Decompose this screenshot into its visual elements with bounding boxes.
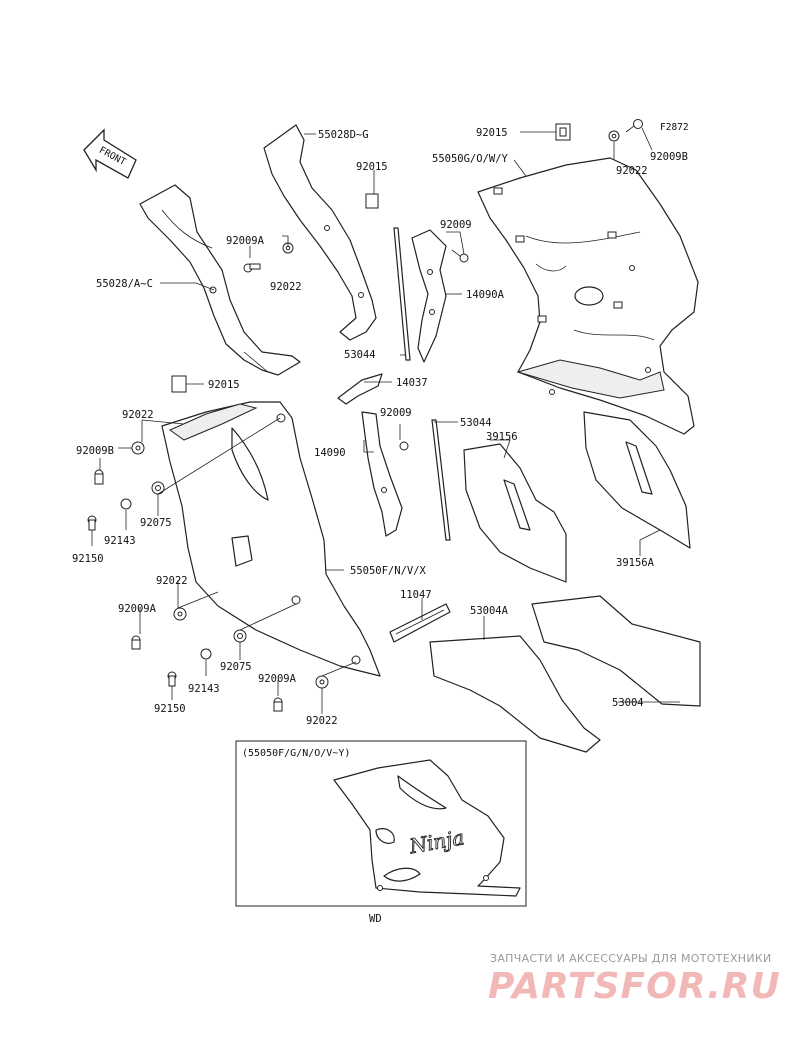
pad-39156A[interactable] — [583, 411, 691, 549]
label-92150-b[interactable]: 92150 — [154, 703, 186, 715]
label-92022-e[interactable]: 92022 — [306, 715, 338, 727]
label-92143-b[interactable]: 92143 — [188, 683, 220, 695]
label-92009-b[interactable]: 92009 — [380, 407, 412, 419]
washer-92022-lower-b[interactable] — [173, 607, 187, 621]
inset-caption: WD — [369, 913, 382, 925]
part-labels: 55028D~G 92015 92009A 92022 55028/A~C 92… — [72, 127, 688, 727]
label-92009B-b[interactable]: 92009B — [76, 445, 114, 457]
label-53044-a[interactable]: 53044 — [344, 349, 376, 361]
inset-title: (55050F/G/N/O/V~Y) — [242, 748, 350, 759]
label-55050GOWY[interactable]: 55050G/O/W/Y — [432, 153, 509, 165]
label-92022-a[interactable]: 92022 — [270, 281, 302, 293]
screw-92150-a[interactable] — [87, 515, 97, 531]
foam-53004A[interactable] — [429, 635, 601, 753]
grommet-92075-a[interactable] — [151, 481, 165, 495]
label-53044-b[interactable]: 53044 — [460, 417, 492, 429]
bolt-92009A-upper[interactable] — [243, 263, 261, 273]
label-55028DG[interactable]: 55028D~G — [318, 129, 369, 141]
side-cowl-55050GOWY[interactable] — [477, 157, 699, 435]
foam-53004[interactable] — [531, 595, 701, 707]
label-92022-b[interactable]: 92022 — [616, 165, 648, 177]
label-39156A[interactable]: 39156A — [616, 557, 655, 569]
watermark-logo: PARTSFOR.RU — [488, 966, 781, 1007]
label-11047[interactable]: 11047 — [400, 589, 432, 601]
bracket-14037[interactable] — [337, 373, 383, 405]
label-92075-b[interactable]: 92075 — [220, 661, 252, 673]
watermark: ЗАПЧАСТИ И АКСЕССУАРЫ ДЛЯ МОТОТЕХНИКИ PA… — [488, 952, 781, 1007]
label-92022-d[interactable]: 92022 — [156, 575, 188, 587]
leader-lines — [91, 127, 680, 714]
label-14090A[interactable]: 14090A — [466, 289, 505, 301]
label-53004[interactable]: 53004 — [612, 697, 644, 709]
label-92022-c[interactable]: 92022 — [122, 409, 154, 421]
label-55028AC[interactable]: 55028/A~C — [96, 278, 153, 290]
label-92143-a[interactable]: 92143 — [104, 535, 136, 547]
washer-92022-upper[interactable] — [282, 242, 294, 254]
label-39156[interactable]: 39156 — [486, 431, 518, 443]
inset-variant-box: (55050F/G/N/O/V~Y) Ninja WD — [235, 740, 527, 925]
strip-53044-upper[interactable] — [393, 227, 411, 361]
label-92075-a[interactable]: 92075 — [140, 517, 172, 529]
clip-92015-upper[interactable] — [365, 193, 379, 209]
label-92009-a[interactable]: 92009 — [440, 219, 472, 231]
label-92150-a[interactable]: 92150 — [72, 553, 104, 565]
pad-39156[interactable] — [463, 443, 567, 583]
label-92015-a[interactable]: 92015 — [356, 161, 388, 173]
nut-92143-b[interactable] — [200, 648, 212, 660]
clip-92015-top[interactable] — [555, 123, 571, 141]
washer-92022-lower-c[interactable] — [315, 675, 329, 689]
label-92009A-b[interactable]: 92009A — [118, 603, 157, 615]
side-cowl-55050FNVX[interactable] — [161, 401, 381, 677]
bolt-92009B-top[interactable] — [625, 119, 643, 133]
label-92009A-a[interactable]: 92009A — [226, 235, 265, 247]
clip-92015-lower[interactable] — [171, 375, 187, 393]
bracket-14090A[interactable] — [411, 229, 447, 363]
bolt-92009A-lower-b[interactable] — [273, 697, 283, 712]
bolt-92009A-lower-a[interactable] — [131, 635, 141, 650]
bolt-92009-upper[interactable] — [451, 249, 469, 263]
nut-92143-a[interactable] — [120, 498, 132, 510]
figure-code: F2872 — [660, 122, 689, 133]
inner-panel-55028AC[interactable] — [139, 184, 301, 376]
bracket-14090[interactable] — [361, 411, 409, 537]
front-arrow-icon: FRONT — [83, 128, 137, 179]
watermark-tagline: ЗАПЧАСТИ И АКСЕССУАРЫ ДЛЯ МОТОТЕХНИКИ — [490, 952, 772, 965]
label-92015-c[interactable]: 92015 — [208, 379, 240, 391]
label-55050FNVX[interactable]: 55050F/N/V/X — [350, 565, 427, 577]
label-14090[interactable]: 14090 — [314, 447, 346, 459]
label-92015-b[interactable]: 92015 — [476, 127, 508, 139]
screw-92150-b[interactable] — [167, 671, 177, 687]
label-92009A-c[interactable]: 92009A — [258, 673, 297, 685]
strip-11047[interactable] — [389, 603, 451, 643]
bolt-92009B-lower[interactable] — [94, 469, 104, 485]
washer-92022-lower-a[interactable] — [131, 441, 145, 455]
label-92009B-a[interactable]: 92009B — [650, 151, 688, 163]
washer-92022-top[interactable] — [608, 130, 620, 142]
grommet-92075-b[interactable] — [233, 629, 247, 643]
label-53004A[interactable]: 53004A — [470, 605, 509, 617]
label-14037[interactable]: 14037 — [396, 377, 428, 389]
inner-panel-55028DG[interactable] — [263, 124, 377, 341]
strip-53044-lower[interactable] — [431, 419, 451, 541]
